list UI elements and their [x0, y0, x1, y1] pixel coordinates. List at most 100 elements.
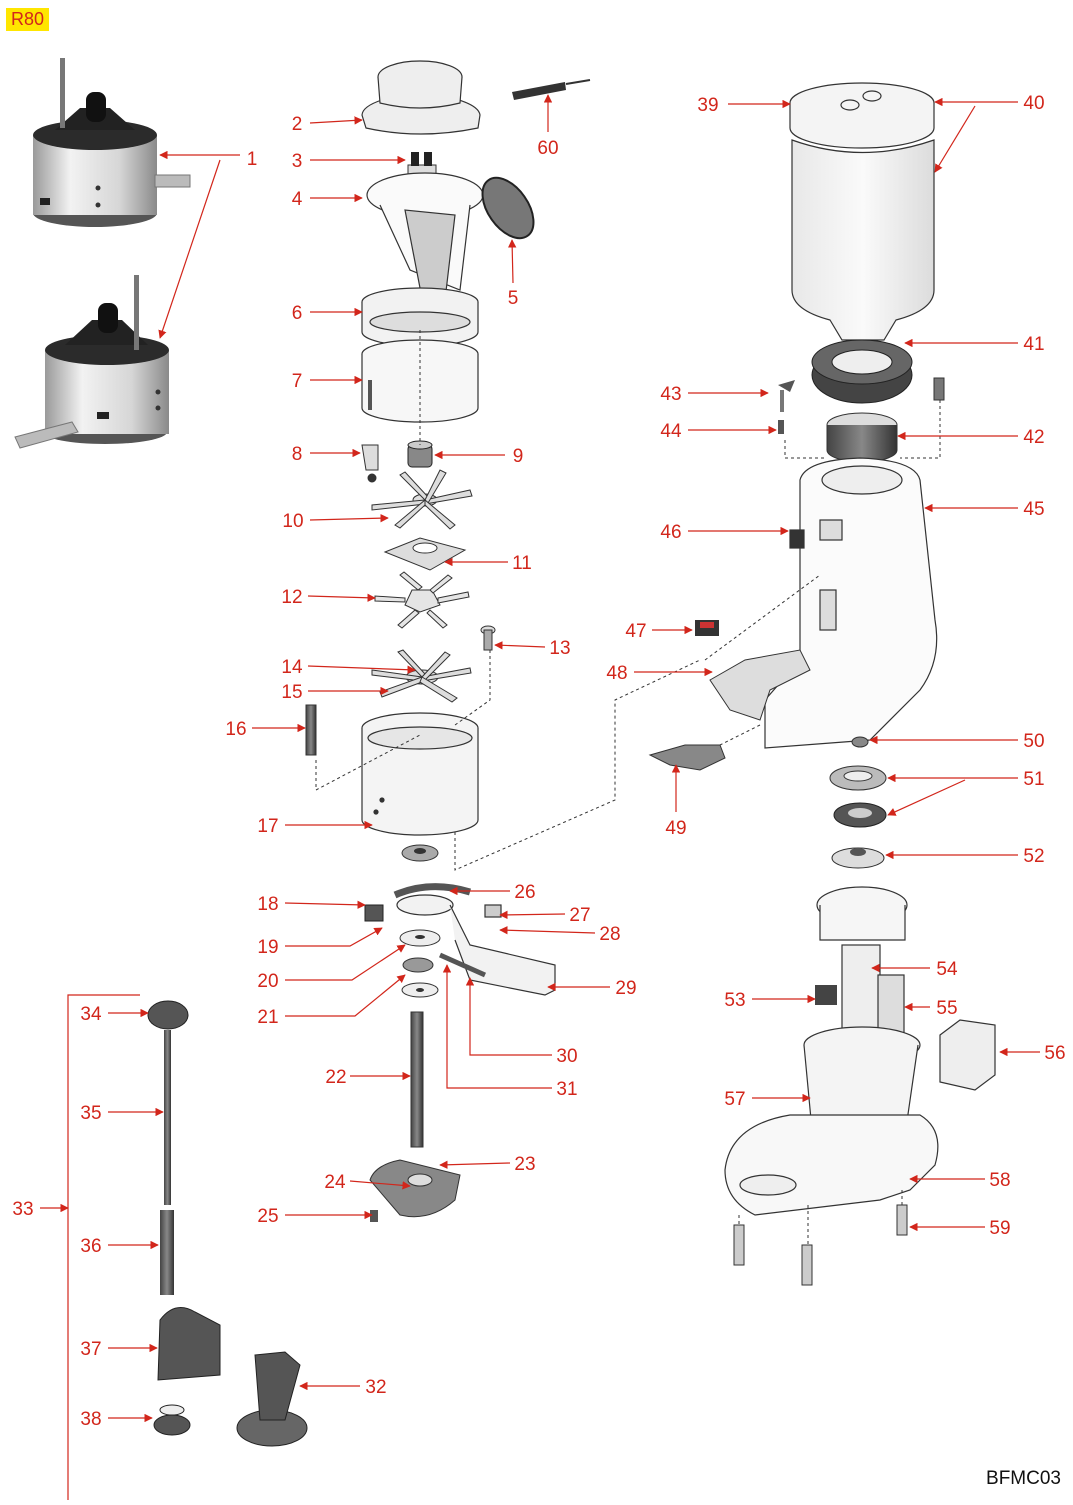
leader-line-40-2 — [934, 105, 976, 173]
part-43-lever-small — [778, 380, 795, 412]
part-51-burr-upper — [829, 765, 887, 791]
callout-14: 14 — [281, 657, 303, 678]
part-58-base-plate — [724, 1114, 939, 1216]
callout-47: 47 — [625, 621, 646, 642]
callout-33: 33 — [12, 1199, 33, 1220]
callout-37: 37 — [80, 1339, 101, 1360]
leader-line-14 — [307, 665, 416, 674]
callout-11: 11 — [512, 553, 532, 574]
part-38-base — [153, 1404, 191, 1436]
leader-line-10 — [309, 513, 389, 523]
part-4-chute — [366, 172, 484, 301]
part-22-shaft — [410, 1011, 424, 1148]
callout-5: 5 — [508, 288, 519, 309]
callout-31: 31 — [556, 1079, 577, 1100]
callout-27: 27 — [569, 905, 590, 926]
motor-assembly-bottom — [14, 275, 169, 449]
part-14-star — [371, 649, 472, 703]
callout-17: 17 — [257, 816, 278, 837]
callout-9: 9 — [513, 446, 524, 467]
bracket-33 — [67, 994, 140, 1505]
part-42b-screw — [933, 377, 945, 401]
callout-59: 59 — [989, 1218, 1010, 1239]
part-57-motor — [803, 1026, 921, 1136]
callout-57: 57 — [724, 1089, 745, 1110]
motor-assembly-top — [33, 58, 191, 227]
part-45-body — [764, 457, 938, 749]
part-53-switch — [815, 985, 837, 1005]
part-40-hopper — [791, 139, 935, 341]
callout-13: 13 — [549, 638, 570, 659]
callout-52: 52 — [1023, 846, 1044, 867]
leader-line-21 — [285, 974, 406, 1017]
callout-41: 41 — [1023, 334, 1044, 355]
part-20-washer — [399, 929, 441, 947]
leader-line-24 — [349, 1180, 411, 1190]
part-36-spring — [160, 1210, 174, 1295]
model-tag: R80 — [6, 8, 50, 31]
part-59-foot-b — [801, 1244, 813, 1286]
part-47-switch — [695, 620, 719, 636]
part-16-spring — [305, 704, 317, 756]
callout-32: 32 — [365, 1377, 386, 1398]
part-2-cap — [361, 60, 481, 135]
callout-12: 12 — [281, 587, 302, 608]
part-21b-washer — [401, 982, 439, 998]
callout-28: 28 — [599, 924, 620, 945]
callout-60: 60 — [537, 138, 558, 159]
assembly-guides — [315, 330, 941, 1245]
callout-39: 39 — [697, 95, 718, 116]
callout-58: 58 — [989, 1170, 1010, 1191]
callout-36: 36 — [80, 1236, 101, 1257]
leader-line-2 — [309, 116, 363, 125]
part-18-clip — [364, 904, 384, 922]
part-60-pin — [512, 79, 591, 100]
callout-7: 7 — [292, 371, 303, 392]
part-17b-nut — [401, 844, 439, 862]
part-12-star — [374, 571, 470, 629]
leader-line-23 — [439, 1160, 511, 1169]
part-5-mesh — [481, 176, 535, 240]
callout-54: 54 — [936, 959, 958, 980]
callout-29: 29 — [615, 978, 636, 999]
callout-53: 53 — [724, 990, 745, 1011]
callout-34: 34 — [80, 1004, 102, 1025]
callout-19: 19 — [257, 937, 278, 958]
callout-44: 44 — [660, 421, 682, 442]
part-35-rod — [164, 1030, 171, 1205]
leader-line-5 — [507, 239, 517, 284]
part-10-stirrer — [371, 469, 473, 530]
callout-56: 56 — [1044, 1043, 1065, 1064]
callout-16: 16 — [225, 719, 246, 740]
callout-48: 48 — [606, 663, 627, 684]
callout-8: 8 — [292, 444, 303, 465]
leader-line-13 — [494, 641, 546, 650]
callout-18: 18 — [257, 894, 278, 915]
part-25-screw — [370, 1210, 378, 1222]
part-21-bushing — [402, 957, 434, 973]
part-56-relay — [939, 1019, 996, 1091]
callout-35: 35 — [80, 1103, 101, 1124]
callout-23: 23 — [514, 1154, 535, 1175]
leader-line-19 — [285, 927, 383, 947]
callout-24: 24 — [324, 1172, 346, 1193]
callout-1: 1 — [247, 149, 258, 170]
leader-line-31 — [442, 964, 552, 1089]
part-17-chamber — [361, 712, 479, 836]
part-23-flap — [369, 1159, 461, 1218]
part-50-nut — [851, 736, 869, 748]
callout-46: 46 — [660, 522, 681, 543]
callout-49: 49 — [665, 818, 686, 839]
part-42-collar — [826, 412, 898, 463]
leader-line-1-2 — [158, 159, 221, 339]
part-44-spring-small — [778, 420, 784, 434]
callout-21: 21 — [257, 1007, 278, 1028]
part-48-fork — [709, 649, 811, 721]
part-52-carrier — [831, 847, 885, 869]
callout-25: 25 — [257, 1206, 278, 1227]
callout-20: 20 — [257, 971, 278, 992]
callout-51: 51 — [1023, 769, 1044, 790]
part-8-bracket — [361, 444, 379, 483]
part-13-screw — [480, 625, 496, 651]
